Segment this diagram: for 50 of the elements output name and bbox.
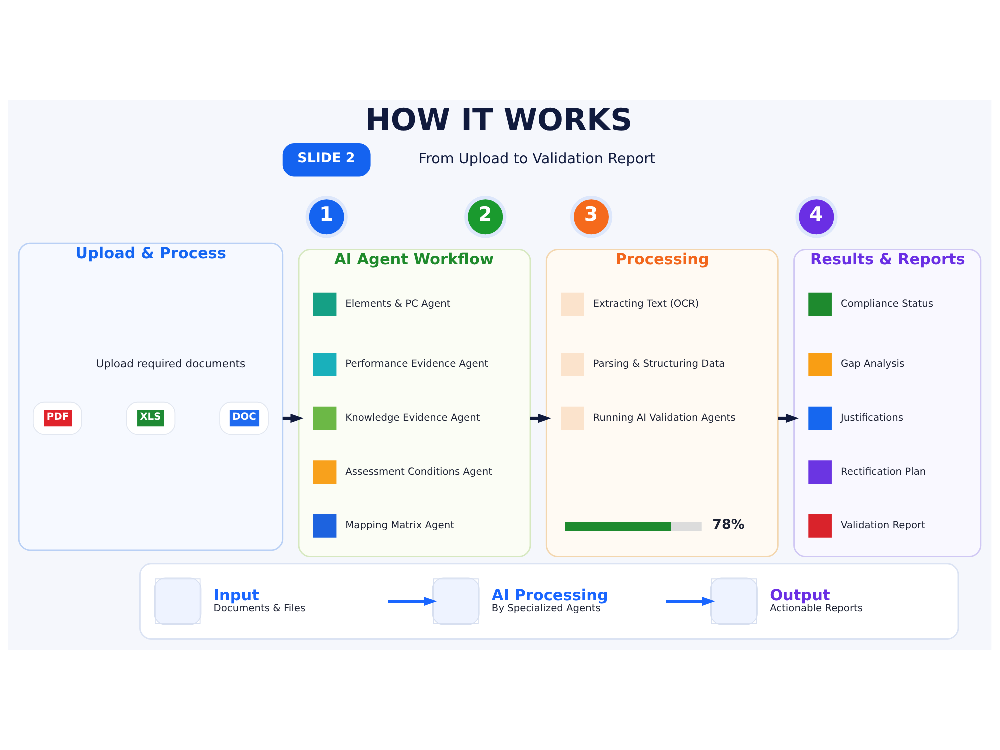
node-box: DOC xyxy=(220,402,269,436)
node-label: Mapping Matrix Agent xyxy=(346,520,454,532)
node-label: Performance Evidence Agent xyxy=(346,359,488,370)
node-label: Input xyxy=(214,586,260,604)
arrow xyxy=(388,596,438,606)
node-label: Parsing & Structuring Data xyxy=(593,359,726,370)
node-label: Gap Analysis xyxy=(840,359,905,370)
node-box xyxy=(313,353,337,376)
label: From Upload to Validation Report xyxy=(418,152,656,168)
node-label: Elements & PC Agent xyxy=(346,299,451,310)
node-circle: 1 xyxy=(306,196,348,238)
node-label: Documents & Files xyxy=(214,603,306,614)
node-box xyxy=(561,353,584,376)
node-box xyxy=(313,460,337,484)
node-box: XLS xyxy=(126,402,176,436)
node-circle: 3 xyxy=(570,196,613,238)
node-label: By Specialized Agents xyxy=(492,603,601,614)
node-box xyxy=(313,292,337,316)
arrow xyxy=(282,414,304,424)
node-box xyxy=(313,514,337,538)
node-box xyxy=(808,406,832,430)
node-label: AI Processing xyxy=(492,586,608,604)
node-label: Actionable Reports xyxy=(770,603,864,614)
diagram-title: HOW IT WORKS xyxy=(365,104,633,139)
node-label: Running AI Validation Agents xyxy=(593,413,736,424)
node-box xyxy=(808,514,832,538)
node-label: Output xyxy=(770,586,830,604)
node-box: SLIDE 2 xyxy=(282,144,371,177)
node-label: Assessment Conditions Agent xyxy=(346,466,492,478)
label: Upload required documents xyxy=(96,357,246,370)
node-label: Validation Report xyxy=(840,520,926,532)
node-label: Knowledge Evidence Agent xyxy=(346,413,480,424)
node-circle: 2 xyxy=(464,196,507,238)
node-box xyxy=(561,292,584,316)
node-box xyxy=(313,406,337,430)
node-label: Compliance Status xyxy=(840,299,934,310)
arrow xyxy=(778,414,800,424)
node-circle: 4 xyxy=(796,196,838,238)
cluster xyxy=(140,563,960,640)
node-label: Justifications xyxy=(840,413,904,424)
node-box xyxy=(808,353,832,376)
node-box xyxy=(561,406,584,430)
arrow xyxy=(666,596,716,606)
node-label: Extracting Text (OCR) xyxy=(593,299,700,310)
label: 78% xyxy=(712,518,745,533)
node-label: Rectification Plan xyxy=(840,466,926,478)
node-box xyxy=(808,292,832,316)
arrow xyxy=(530,414,552,424)
node-box: PDF xyxy=(33,402,82,436)
node-box xyxy=(808,460,832,484)
